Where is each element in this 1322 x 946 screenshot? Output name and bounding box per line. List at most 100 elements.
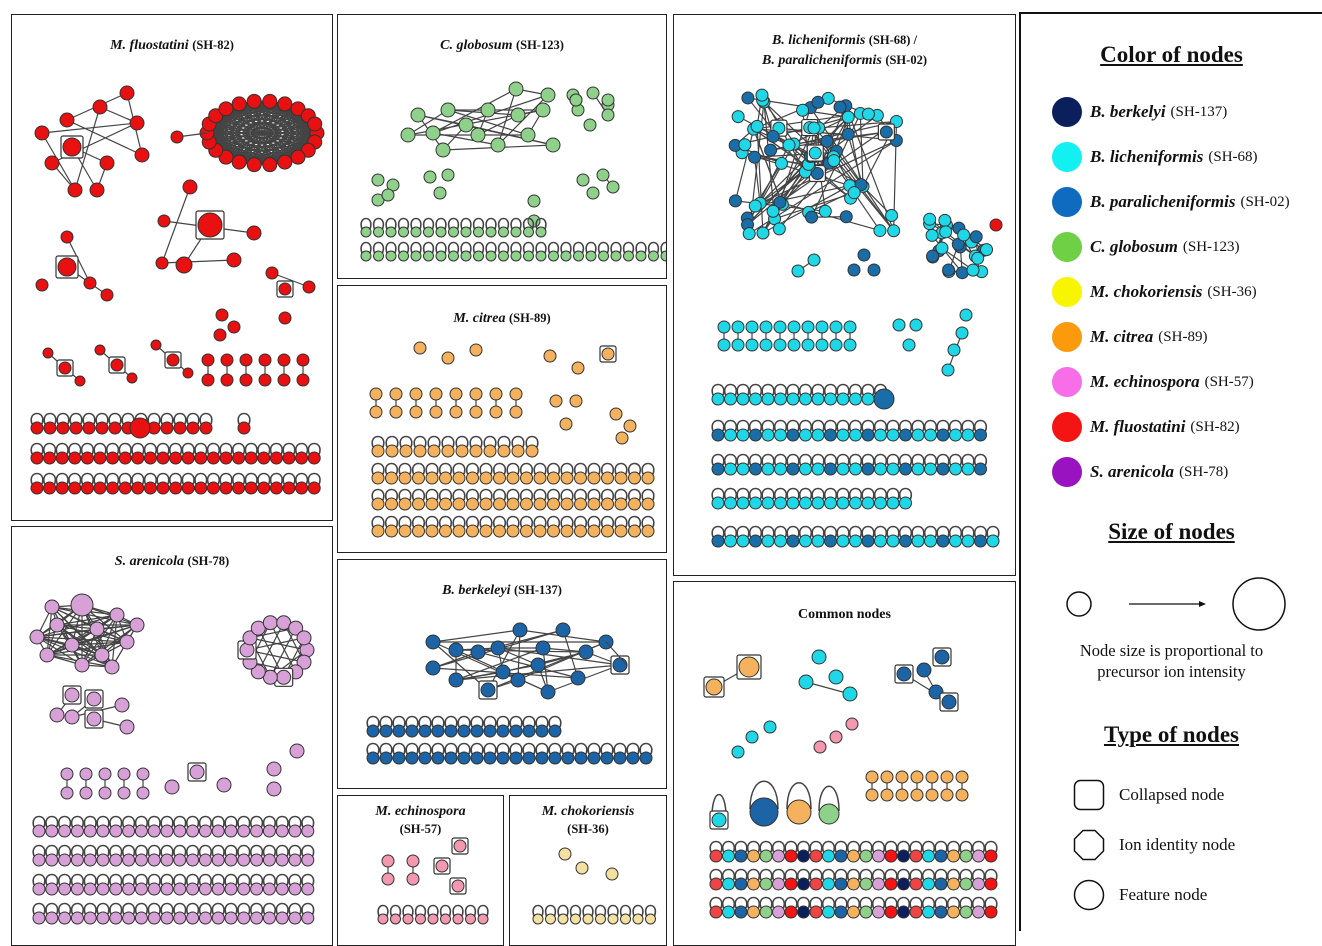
- graph-node: [584, 119, 596, 131]
- graph-node: [403, 914, 413, 924]
- graph-node: [33, 883, 45, 895]
- graph-node: [436, 251, 446, 261]
- graph-node: [712, 535, 724, 547]
- graph-node: [440, 498, 452, 510]
- graph-node: [773, 223, 785, 235]
- graph-node: [190, 765, 204, 779]
- network-fluostatini: [12, 15, 333, 521]
- legend-type-item: Feature node: [1073, 879, 1207, 911]
- graph-node: [247, 158, 261, 172]
- graph-node: [760, 906, 772, 918]
- graph-node: [459, 118, 473, 132]
- graph-node: [494, 525, 506, 537]
- graph-node: [911, 789, 923, 801]
- graph-node: [263, 854, 275, 866]
- graph-node: [303, 281, 315, 293]
- graph-node: [624, 420, 636, 432]
- graph-node: [233, 452, 245, 464]
- graph-node: [956, 771, 968, 783]
- graph-node: [509, 82, 523, 96]
- graph-node: [548, 498, 560, 510]
- legend-species-name: M. citrea: [1090, 327, 1153, 347]
- graph-node: [926, 789, 938, 801]
- graph-node: [135, 883, 147, 895]
- graph-node: [171, 131, 183, 143]
- graph-node: [521, 498, 533, 510]
- network-echinospora: [338, 796, 504, 946]
- graph-node: [760, 850, 772, 862]
- graph-node: [917, 663, 931, 677]
- graph-node: [510, 752, 522, 764]
- graph-node: [289, 854, 301, 866]
- graph-node: [661, 251, 667, 261]
- graph-node: [386, 227, 396, 237]
- graph-node: [65, 638, 79, 652]
- graph-node: [35, 126, 49, 140]
- graph-node: [510, 406, 522, 418]
- legend-color-item: B. berkelyi(SH-137): [1052, 97, 1227, 127]
- graph-node: [69, 482, 81, 494]
- graph-node: [948, 906, 960, 918]
- graph-node: [823, 850, 835, 862]
- graph-node: [837, 429, 849, 441]
- graph-node: [881, 771, 893, 783]
- graph-node: [843, 687, 857, 701]
- graph-node: [410, 388, 422, 400]
- graph-node: [900, 497, 912, 509]
- graph-node: [115, 698, 129, 712]
- graph-node: [302, 883, 314, 895]
- graph-node: [602, 94, 614, 106]
- graph-node: [750, 535, 762, 547]
- graph-node: [110, 825, 122, 837]
- graph-node: [900, 429, 912, 441]
- graph-node: [46, 825, 58, 837]
- graph-node: [923, 878, 935, 890]
- graph-node: [484, 445, 496, 457]
- graph-node: [958, 229, 970, 241]
- graph-node: [862, 535, 874, 547]
- graph-node: [65, 688, 79, 702]
- graph-node: [221, 354, 233, 366]
- graph-node: [549, 251, 559, 261]
- graph-node: [544, 350, 556, 362]
- graph-node: [897, 667, 911, 681]
- graph-node: [737, 463, 749, 475]
- graph-node: [775, 393, 787, 405]
- graph-node: [107, 452, 119, 464]
- graph-node: [912, 535, 924, 547]
- graph-node: [414, 342, 426, 354]
- graph-node: [834, 101, 846, 113]
- graph-node: [887, 429, 899, 441]
- graph-node: [132, 482, 144, 494]
- graph-node: [823, 906, 835, 918]
- graph-node: [588, 752, 600, 764]
- graph-node: [382, 855, 394, 867]
- graph-node: [812, 463, 824, 475]
- graph-node: [941, 771, 953, 783]
- graph-node: [850, 429, 862, 441]
- graph-node: [84, 912, 96, 924]
- graph-node: [962, 429, 974, 441]
- graph-node: [247, 94, 261, 108]
- graph-node: [925, 535, 937, 547]
- graph-node: [123, 912, 135, 924]
- graph-node: [386, 472, 398, 484]
- graph-node: [258, 482, 270, 494]
- graph-node: [100, 156, 114, 170]
- size-scale-graphic: [1051, 576, 1301, 636]
- legend-type-heading: Type of nodes: [1021, 722, 1322, 748]
- graph-node: [290, 744, 304, 758]
- graph-node: [550, 395, 562, 407]
- graph-node: [511, 108, 525, 122]
- graph-node: [59, 854, 71, 866]
- graph-node: [471, 725, 483, 737]
- graph-node: [251, 825, 263, 837]
- graph-node: [84, 825, 96, 837]
- graph-node: [737, 535, 749, 547]
- graph-node: [534, 472, 546, 484]
- graph-node: [480, 472, 492, 484]
- graph-node: [161, 883, 173, 895]
- graph-node: [110, 854, 122, 866]
- graph-node: [735, 906, 747, 918]
- graph-node: [426, 498, 438, 510]
